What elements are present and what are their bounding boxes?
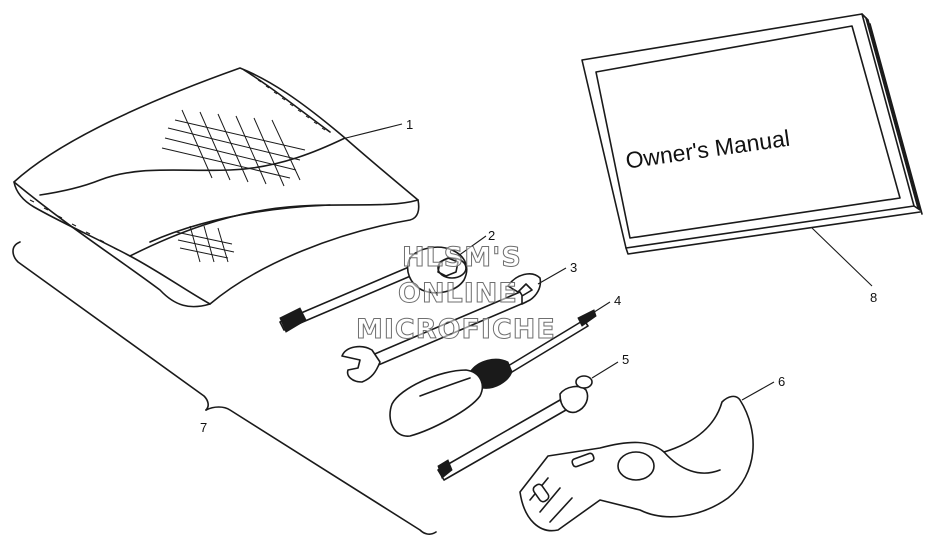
callout-4: 4 xyxy=(614,293,621,308)
leader-line-8 xyxy=(811,227,873,287)
watermark-line-1: HLSM'S xyxy=(402,242,522,273)
screwdriver xyxy=(389,301,611,437)
callout-1: 1 xyxy=(406,117,413,132)
callout-5: 5 xyxy=(622,352,629,367)
callout-6: 6 xyxy=(778,374,785,389)
leader-line-1 xyxy=(345,123,403,139)
leader-line-4 xyxy=(587,301,611,317)
pouch-flap-pattern xyxy=(161,109,306,263)
leader-line-6 xyxy=(741,381,775,401)
leader-line-2 xyxy=(457,235,487,257)
callout-3: 3 xyxy=(570,260,577,275)
callout-7: 7 xyxy=(200,420,207,435)
tool-kit-bracket xyxy=(12,241,437,535)
leader-line-3 xyxy=(537,267,567,285)
leader-line-5 xyxy=(591,361,619,379)
spark-plug-wrench xyxy=(279,235,487,333)
callout-2: 2 xyxy=(488,228,495,243)
hook-spanner-wrench xyxy=(519,381,775,532)
callout-8: 8 xyxy=(870,290,877,305)
owners-manual: Owner's Manual xyxy=(581,13,923,287)
extension-bar xyxy=(437,361,619,481)
watermark: HLSM'S ONLINE MICROFICHE xyxy=(356,242,556,346)
open-end-wrench xyxy=(341,267,567,383)
watermark-line-2: ONLINE xyxy=(398,278,518,309)
tool-pouch xyxy=(13,67,420,308)
watermark-line-3: MICROFICHE xyxy=(356,314,556,345)
